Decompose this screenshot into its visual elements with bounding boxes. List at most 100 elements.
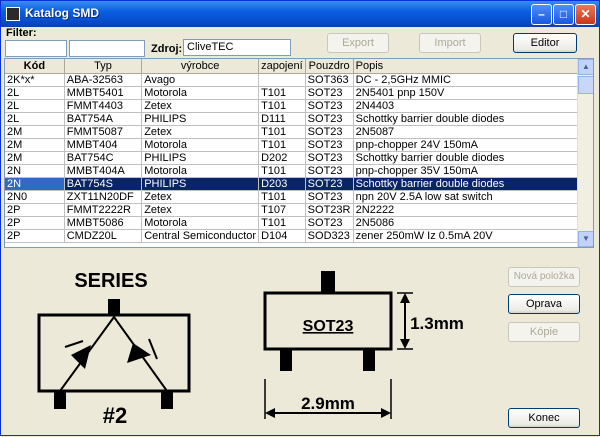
table-cell: SOT23 [305, 151, 354, 165]
col-header-popis[interactable]: Popis [353, 59, 593, 74]
table-cell: T101 [258, 99, 306, 113]
table-cell: 2K*x* [5, 73, 65, 87]
table-cell: BAT754C [64, 151, 143, 165]
table-cell: FMMT4403 [64, 99, 143, 113]
package-pin-top [321, 271, 335, 293]
import-button[interactable]: Import [419, 33, 481, 53]
table-cell: MMBT404 [64, 138, 143, 152]
table-cell [258, 73, 306, 87]
col-header-pouzdro[interactable]: Pouzdro [305, 59, 354, 74]
table-cell: 2L [5, 86, 65, 100]
table-scrollbar[interactable]: ▲ ▼ [577, 59, 593, 247]
schematic-pin-top [108, 299, 120, 315]
col-header-kod[interactable]: Kód [5, 59, 65, 74]
table-cell: 2N5086 [353, 216, 593, 230]
table-cell: Zetex [141, 203, 260, 217]
table-cell: D203 [258, 177, 306, 191]
table-cell: BAT754S [64, 177, 143, 191]
copy-button[interactable]: Kópie [508, 322, 580, 342]
col-header-vyrobce[interactable]: výrobce [141, 59, 260, 74]
table-cell: Schottky barrier double diodes [353, 112, 593, 126]
table-cell: T101 [258, 164, 306, 178]
scroll-down-icon[interactable]: ▼ [578, 231, 593, 247]
col-header-zapojeni[interactable]: zapojení [258, 59, 306, 74]
table-cell: 2N5401 pnp 150V [353, 86, 593, 100]
package-pin-left [280, 349, 292, 371]
table-cell: SOT23 [305, 190, 354, 204]
table-cell: zener 250mW Iz 0.5mA 20V [353, 229, 593, 243]
editor-button[interactable]: Editor [513, 33, 577, 53]
table-cell: SOT23 [305, 177, 354, 191]
exit-button[interactable]: Konec [508, 408, 580, 428]
table-cell: 2P [5, 203, 65, 217]
app-icon[interactable] [6, 7, 20, 21]
filter-kod-input[interactable] [5, 40, 67, 57]
table-cell: 2M [5, 138, 65, 152]
table-cell: 2N5087 [353, 125, 593, 139]
table-cell: 2P [5, 216, 65, 230]
edit-button[interactable]: Oprava [508, 294, 580, 314]
table-cell: SOT23 [305, 86, 354, 100]
table-cell: pnp-chopper 35V 150mA [353, 164, 593, 178]
table-cell: BAT754A [64, 112, 143, 126]
table-cell: SOT23 [305, 138, 354, 152]
table-cell: CMDZ20L [64, 229, 143, 243]
catalog-grid: Kód Typ výrobce zapojení Pouzdro Popis 2… [5, 59, 593, 243]
table-cell: SOT23 [305, 164, 354, 178]
table-cell: Motorola [141, 86, 260, 100]
series-diode-schematic [37, 299, 191, 409]
schematic-title: SERIES [74, 270, 147, 292]
filter-typ-input[interactable] [69, 40, 145, 57]
table-cell: npn 20V 2.5A low sat switch [353, 190, 593, 204]
table-cell: 2N4403 [353, 99, 593, 113]
table-cell: 2N [5, 177, 65, 191]
scroll-up-icon[interactable]: ▲ [578, 59, 593, 75]
new-item-button[interactable]: Nová položka [508, 267, 580, 287]
export-button[interactable]: Export [327, 33, 389, 53]
table-cell: 2N2222 [353, 203, 593, 217]
table-cell: D202 [258, 151, 306, 165]
table-cell: Avago [141, 73, 260, 87]
table-cell: D104 [258, 229, 306, 243]
table-cell: FMMT2222R [64, 203, 143, 217]
table-cell: SOT23 [305, 125, 354, 139]
title-bar[interactable]: Katalog SMD – □ ✕ [1, 1, 599, 27]
minimize-icon[interactable]: – [531, 4, 552, 25]
table-cell: Zetex [141, 190, 260, 204]
table-cell: Zetex [141, 125, 260, 139]
table-cell: SOT23 [305, 99, 354, 113]
maximize-icon[interactable]: □ [553, 4, 574, 25]
scroll-thumb[interactable] [578, 76, 593, 94]
table-cell: SOT363 [305, 73, 354, 87]
table-cell: 2M [5, 125, 65, 139]
close-icon[interactable]: ✕ [575, 4, 596, 25]
table-cell: SOD323 [305, 229, 354, 243]
table-cell: 2M [5, 151, 65, 165]
package-pin-right [363, 349, 375, 371]
filter-label: Filter: [6, 27, 37, 39]
zdroj-field[interactable]: CliveTEC [183, 39, 291, 56]
table-cell: FMMT5087 [64, 125, 143, 139]
table-cell: 2L [5, 99, 65, 113]
catalog-table[interactable]: Kód Typ výrobce zapojení Pouzdro Popis 2… [4, 58, 594, 248]
col-header-typ[interactable]: Typ [64, 59, 143, 74]
table-cell: PHILIPS [141, 112, 260, 126]
window-title: Katalog SMD [25, 6, 100, 20]
table-cell: T101 [258, 190, 306, 204]
table-cell: T101 [258, 216, 306, 230]
width-dimension: 2.9mm [301, 394, 355, 413]
